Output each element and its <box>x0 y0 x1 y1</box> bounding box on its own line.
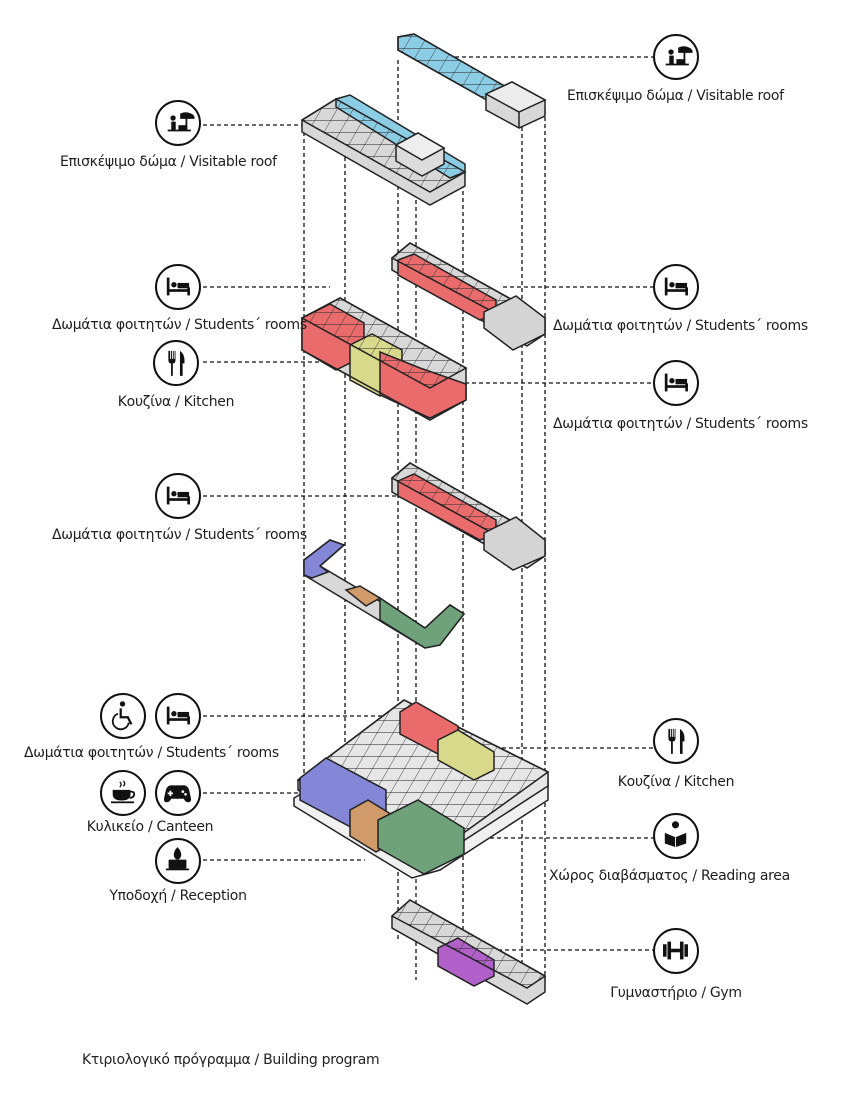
bed-icon <box>155 264 201 310</box>
bed-icon <box>653 360 699 406</box>
label-roof-left: Επισκέψιμο δώμα / Visitable roof <box>60 154 277 170</box>
label-gym: Γυμναστήριο / Gym <box>610 985 742 1001</box>
rooms-upper-right-block <box>390 242 547 351</box>
corridor-block <box>303 539 466 649</box>
label-kitchen-right: Κουζίνα / Kitchen <box>617 774 735 790</box>
label-canteen: Κυλικείο / Canteen <box>86 819 214 835</box>
reading-person-icon <box>653 813 699 859</box>
fork-knife-icon <box>153 340 199 386</box>
bed-icon <box>653 264 699 310</box>
bed-icon <box>155 693 201 739</box>
label-rooms-right-2: Δωμάτια φοιτητών / Students´ rooms <box>553 416 808 432</box>
roof-right-block <box>397 33 547 129</box>
dumbbell-icon <box>653 928 699 974</box>
ground-floor-block <box>293 699 550 879</box>
wheelchair-icon <box>100 693 146 739</box>
umbrella-table-icon <box>155 100 201 146</box>
laptop-person-icon <box>155 838 201 884</box>
label-kitchen-left: Κουζίνα / Kitchen <box>117 394 235 410</box>
coffee-cup-icon <box>100 770 146 816</box>
label-rooms-left-3: Δωμάτια φοιτητών / Students´ rooms <box>24 745 279 761</box>
umbrella-table-icon <box>653 34 699 80</box>
fork-knife-icon <box>653 718 699 764</box>
label-reception: Υποδοχή / Reception <box>109 888 247 904</box>
figure-caption: Κτιριολογικό πρόγραμμα / Building progra… <box>82 1052 380 1068</box>
gym-block <box>390 899 547 1005</box>
bed-icon <box>155 473 201 519</box>
label-reading: Χώρος διαβάσματος / Reading area <box>549 868 790 884</box>
label-roof-right: Επισκέψιμο δώμα / Visitable roof <box>567 88 784 104</box>
label-rooms-right-1: Δωμάτια φοιτητών / Students´ rooms <box>553 318 808 334</box>
gamepad-icon <box>155 770 201 816</box>
roof-left-block <box>300 94 467 206</box>
rooms-mid-right-block <box>390 462 547 571</box>
label-rooms-left-1: Δωμάτια φοιτητών / Students´ rooms <box>52 317 307 333</box>
rooms-kitchen-left-block <box>300 297 468 421</box>
label-rooms-left-2: Δωμάτια φοιτητών / Students´ rooms <box>52 527 307 543</box>
